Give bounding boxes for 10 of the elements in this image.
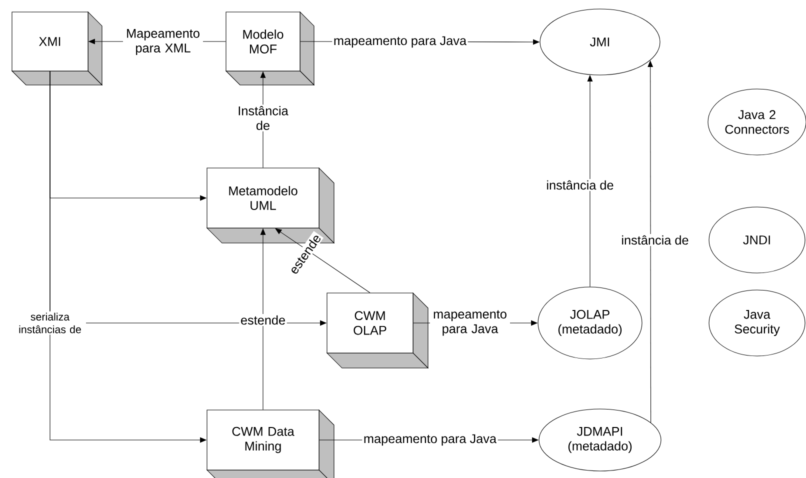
edge-label: mapeamento para Java	[430, 308, 510, 338]
edge-label: Mapeamento para XML	[123, 28, 203, 56]
edge-label: instância de	[620, 234, 690, 246]
edge-label: mapeamento para Java	[362, 433, 498, 447]
edge-label: estende	[239, 314, 287, 326]
edge-label: mapeamento para Java	[332, 35, 468, 49]
edge-label: serializa instâncias de	[14, 311, 86, 335]
edge-label: Instância de	[232, 104, 294, 132]
edge-label: instância de	[544, 179, 616, 191]
arrow	[275, 228, 370, 293]
